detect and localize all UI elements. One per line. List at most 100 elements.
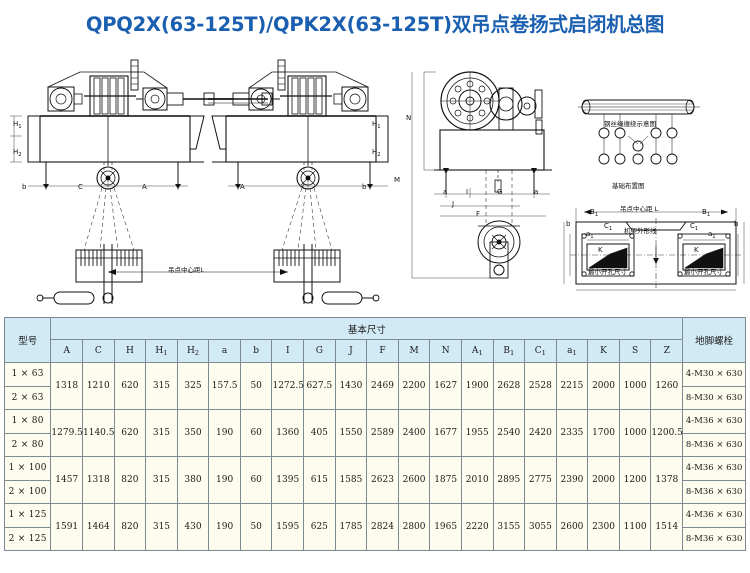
- right-hoist-assembly-drawing: [207, 59, 389, 305]
- table-head-row-group: 型号 基本尺寸 地脚螺栓: [3, 317, 746, 363]
- table-row: 2 × 125 8-M36 × 630: [3, 526, 746, 551]
- value-cell: 315: [145, 456, 178, 504]
- value-cell: 315: [145, 503, 178, 551]
- value-cell: 1272.5: [271, 362, 305, 410]
- dim-label-j-side: J: [452, 200, 455, 208]
- value-cell: 1595: [271, 503, 305, 551]
- value-cell: 430: [176, 503, 210, 551]
- col-header-N: N: [429, 339, 462, 363]
- value-cell: 2469: [366, 362, 399, 410]
- col-header-C: C: [82, 339, 115, 363]
- value-cell: 2335: [555, 409, 589, 457]
- table-head: 型号 基本尺寸 地脚螺栓 A C H H1 H2 a b I G J F M N…: [3, 317, 746, 363]
- value-cell: 1279.5: [50, 409, 83, 457]
- value-cell: 3155: [492, 503, 526, 551]
- dim-label-c-left: C: [78, 183, 83, 191]
- model-cell: 1 × 80: [3, 409, 52, 434]
- bolt-cell: 8-M30 × 630: [682, 385, 746, 410]
- dim-label-a1-right: a1: [708, 230, 716, 240]
- value-cell: 315: [145, 409, 178, 457]
- value-cell: 1395: [271, 456, 305, 504]
- value-cell: 2628: [492, 362, 526, 410]
- table-row: 2 × 80 8-M36 × 630: [3, 432, 746, 457]
- foundation-center-distance-label: 吊点中心距 L: [620, 205, 659, 213]
- col-header-H2: H2: [176, 339, 210, 363]
- page-title: QPQ2X(63-125T)/QPK2X(63-125T)双吊点卷扬式启闭机总图: [85, 13, 665, 36]
- value-cell: 1900: [460, 362, 494, 410]
- value-cell: 1318: [50, 362, 83, 410]
- value-cell: 2215: [555, 362, 589, 410]
- value-cell: 2775: [524, 456, 557, 504]
- value-cell: 620: [113, 409, 147, 457]
- value-cell: 820: [113, 456, 147, 504]
- table-body: 1 × 63 1318 1210 620 315 325 157.5 50 12…: [3, 362, 746, 551]
- technical-drawings-area: H1 H2 b C A H1 H2 A C b 吊点中心距L N M a I G…: [0, 40, 750, 310]
- value-cell: 157.5: [208, 362, 241, 410]
- value-cell: 190: [208, 409, 241, 457]
- table-row: 1 × 100 1457 1318 820 315 380 190 60 139…: [3, 456, 746, 504]
- table-row: 1 × 125 1591 1464 820 315 430 190 50 159…: [3, 503, 746, 551]
- value-cell: 1378: [650, 456, 684, 504]
- value-cell: 190: [208, 503, 241, 551]
- table-head-row-columns: A C H H1 H2 a b I G J F M N A1 B1 C1 a1 …: [5, 339, 746, 363]
- dim-label-f-side: F: [476, 210, 481, 218]
- value-cell: 1464: [82, 503, 115, 551]
- value-cell: 820: [113, 503, 147, 551]
- value-cell: 1785: [334, 503, 368, 551]
- header-anchor-bolts: 地脚螺栓: [682, 317, 746, 363]
- dim-label-a1-left: a1: [586, 230, 594, 240]
- value-cell: 325: [176, 362, 210, 410]
- dim-label-a-side-left: a: [443, 188, 448, 196]
- value-cell: 1200.5: [650, 409, 684, 457]
- value-cell: 3055: [524, 503, 557, 551]
- col-header-H1: H1: [145, 339, 178, 363]
- value-cell: 1585: [334, 456, 368, 504]
- col-header-B1: B1: [492, 339, 526, 363]
- center-distance-dimension: [108, 269, 288, 275]
- col-header-M: M: [397, 339, 431, 363]
- model-cell: 1 × 125: [3, 503, 52, 528]
- dim-label-b1-right: B1: [702, 208, 711, 218]
- bolt-cell: 8-M36 × 630: [682, 432, 746, 457]
- value-cell: 1210: [82, 362, 115, 410]
- front-view-caption: 吊点中心距L: [168, 266, 205, 274]
- col-header-a: a: [208, 339, 241, 363]
- value-cell: 2895: [492, 456, 526, 504]
- value-cell: 1360: [271, 409, 305, 457]
- bolt-cell: 4-M30 × 630: [682, 362, 746, 387]
- dim-label-k-left: K: [598, 246, 603, 254]
- value-cell: 405: [303, 409, 336, 457]
- table-row: 2 × 63 8-M30 × 630: [3, 385, 746, 410]
- value-cell: 2600: [555, 503, 589, 551]
- wire-rope-reeving-diagram: [578, 99, 700, 165]
- bolt-cell: 4-M36 × 630: [682, 409, 746, 434]
- model-cell: 2 × 100: [3, 479, 52, 504]
- value-cell: 2528: [524, 362, 557, 410]
- value-cell: 2390: [555, 456, 589, 504]
- model-cell: 2 × 80: [3, 432, 52, 457]
- value-cell: 1955: [460, 409, 494, 457]
- value-cell: 2540: [492, 409, 526, 457]
- dim-label-m-side: M: [394, 176, 401, 184]
- value-cell: 2824: [366, 503, 399, 551]
- value-cell: 2220: [460, 503, 494, 551]
- dim-label-b-left: b: [22, 183, 27, 191]
- value-cell: 350: [176, 409, 210, 457]
- foundation-layout-diagram: [563, 208, 745, 291]
- value-cell: 1627: [429, 362, 462, 410]
- value-cell: 60: [239, 456, 273, 504]
- dim-label-b-plan-left: b: [566, 220, 571, 228]
- model-cell: 1 × 63: [3, 362, 52, 387]
- value-cell: 1677: [429, 409, 462, 457]
- dim-label-n-side: N: [406, 114, 412, 122]
- value-cell: 1000: [618, 409, 652, 457]
- value-cell: 615: [303, 456, 336, 504]
- col-header-F: F: [366, 339, 399, 363]
- value-cell: 2300: [587, 503, 620, 551]
- col-header-Z: Z: [650, 339, 684, 363]
- col-header-A1: A1: [460, 339, 494, 363]
- value-cell: 2420: [524, 409, 557, 457]
- value-cell: 627.5: [303, 362, 336, 410]
- col-header-a1: a1: [555, 339, 589, 363]
- header-basic-dimensions: 基本尺寸: [50, 317, 684, 340]
